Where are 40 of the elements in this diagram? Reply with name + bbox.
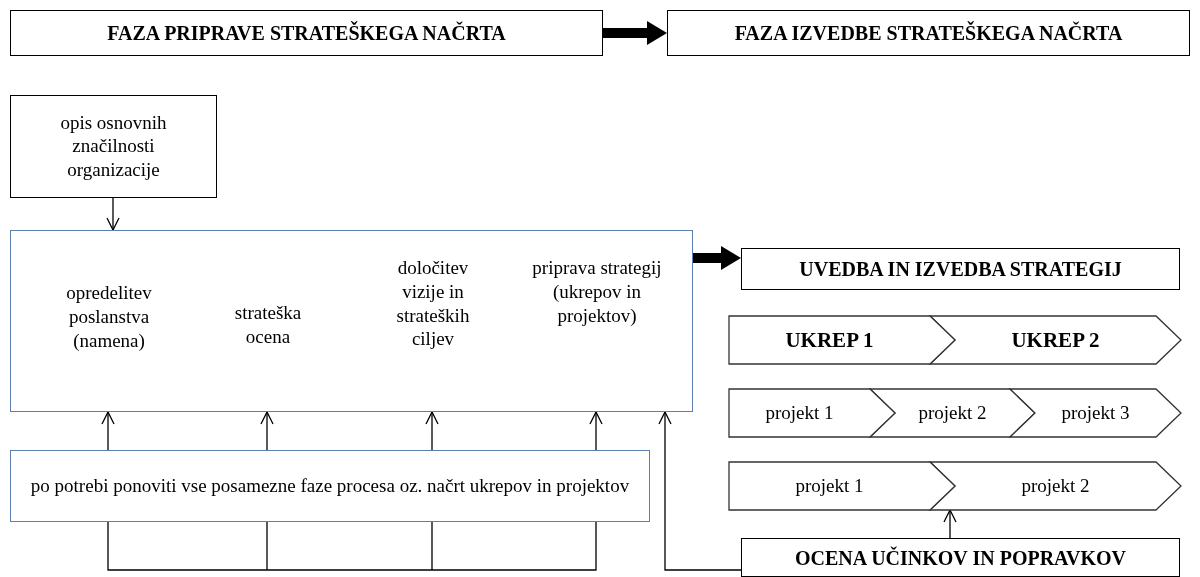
node-label: UKREP 2 xyxy=(1010,326,1101,354)
step-label: opredelitev poslanstva (namena) xyxy=(65,281,153,353)
step-label: strateška ocena xyxy=(233,301,303,349)
chevron-step xyxy=(729,316,955,364)
arrow xyxy=(101,411,115,451)
chevron-step xyxy=(870,389,1035,437)
node-label: projekt 2 xyxy=(917,401,988,425)
node-label: po potrebi ponoviti vse posamezne faze procesa oz. načrt ukrepov in projektov xyxy=(29,474,631,498)
process-box xyxy=(10,450,650,522)
arrow xyxy=(589,411,603,451)
process-box xyxy=(10,230,693,412)
arrow xyxy=(106,197,120,231)
node-label: projekt 2 xyxy=(1020,474,1091,498)
step-label: določitev vizije in strateških ciljev xyxy=(395,256,471,351)
node-label: UVEDBA IN IZVEDBA STRATEGIJ xyxy=(798,256,1123,282)
process-box xyxy=(10,95,217,198)
chevron-step xyxy=(930,316,1181,364)
step-label: priprava strategij (ukrepov in projektov) xyxy=(532,256,662,328)
process-box xyxy=(741,538,1180,577)
node-label: FAZA PRIPRAVE STRATEŠKEGA NAČRTA xyxy=(106,20,507,46)
node-label: projekt 1 xyxy=(764,401,835,425)
arrow xyxy=(260,411,274,451)
node-label: OCENA UČINKOV IN POPRAVKOV xyxy=(794,545,1127,570)
arrow xyxy=(693,246,741,270)
arrow xyxy=(425,411,439,451)
node-label: opis osnovnih značilnosti organizacije xyxy=(59,110,168,183)
phase-box xyxy=(10,10,603,56)
process-box xyxy=(741,248,1180,290)
chevron-step xyxy=(729,462,955,510)
node-label: projekt 3 xyxy=(1060,401,1131,425)
arrow xyxy=(603,21,667,45)
chevron-step xyxy=(930,462,1181,510)
phase-box xyxy=(667,10,1190,56)
node-label: UKREP 1 xyxy=(784,326,875,354)
chevron-step xyxy=(729,389,895,437)
arrow xyxy=(658,411,742,571)
arrow xyxy=(943,509,957,539)
node-label: FAZA IZVEDBE STRATEŠKEGA NAČRTA xyxy=(733,20,1124,46)
node-label: projekt 1 xyxy=(794,474,865,498)
chevron-step xyxy=(1010,389,1181,437)
